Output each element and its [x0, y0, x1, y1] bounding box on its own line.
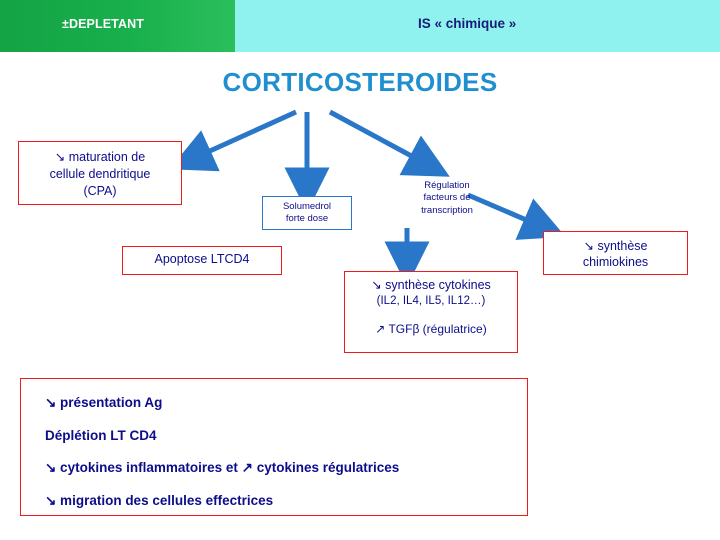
banner-left-label: ±DEPLETANT [62, 17, 144, 31]
box-maturation-cellule-dendritique: ↘ maturation de cellule dendritique (CPA… [18, 141, 182, 205]
banner-right-label: IS « chimique » [418, 16, 517, 31]
summary-line-2: Déplétion LT CD4 [45, 427, 157, 443]
label-regulation-facteurs-transcription: Régulation facteurs de transcription [392, 176, 502, 222]
solumedrol-line-2: forte dose [285, 212, 329, 224]
banner-green-block [0, 0, 235, 52]
cytokines-line-3: ↗ TGFβ (régulatrice) [375, 322, 487, 337]
page-title: CORTICOSTEROIDES [222, 67, 498, 97]
summary-line-3: ↘ cytokines inflammatoires et ↗ cytokine… [45, 460, 400, 476]
box-synthese-chimiokines: ↘ synthèse chimiokines [543, 231, 688, 275]
box-synthese-cytokines: ↘ synthèse cytokines (IL2, IL4, IL5, IL1… [344, 271, 518, 353]
banner-cyan-block [235, 0, 720, 52]
chimiokines-line-1: ↘ synthèse [583, 239, 648, 253]
regulation-line-1: Régulation [424, 180, 470, 191]
box-summary: ↘ présentation Ag Déplétion LT CD4 ↘ cyt… [20, 378, 528, 516]
maturation-line-1: ↘ maturation de [54, 150, 146, 164]
regulation-line-3: transcription [421, 204, 473, 216]
solumedrol-line-1: Solumedrol [282, 201, 332, 212]
maturation-line-3: (CPA) [83, 183, 117, 198]
cytokines-line-1: ↘ synthèse cytokines [371, 278, 491, 292]
header-banner: ±DEPLETANT IS « chimique » [0, 0, 720, 52]
apoptose-label: Apoptose LTCD4 [154, 252, 250, 266]
box-solumedrol: Solumedrol forte dose [262, 196, 352, 230]
arrow-to-regulation [328, 109, 450, 177]
arrow-to-maturation [169, 109, 298, 172]
maturation-line-2: cellule dendritique [49, 166, 151, 181]
chimiokines-line-2: chimiokines [582, 255, 649, 270]
summary-line-1: ↘ présentation Ag [45, 395, 163, 410]
summary-line-4: ↘ migration des cellules effectrices [45, 492, 274, 508]
box-apoptose-ltcd4: Apoptose LTCD4 [122, 246, 282, 275]
regulation-line-2: facteurs de [423, 192, 471, 204]
cytokines-line-2: (IL2, IL4, IL5, IL12…) [376, 294, 486, 307]
